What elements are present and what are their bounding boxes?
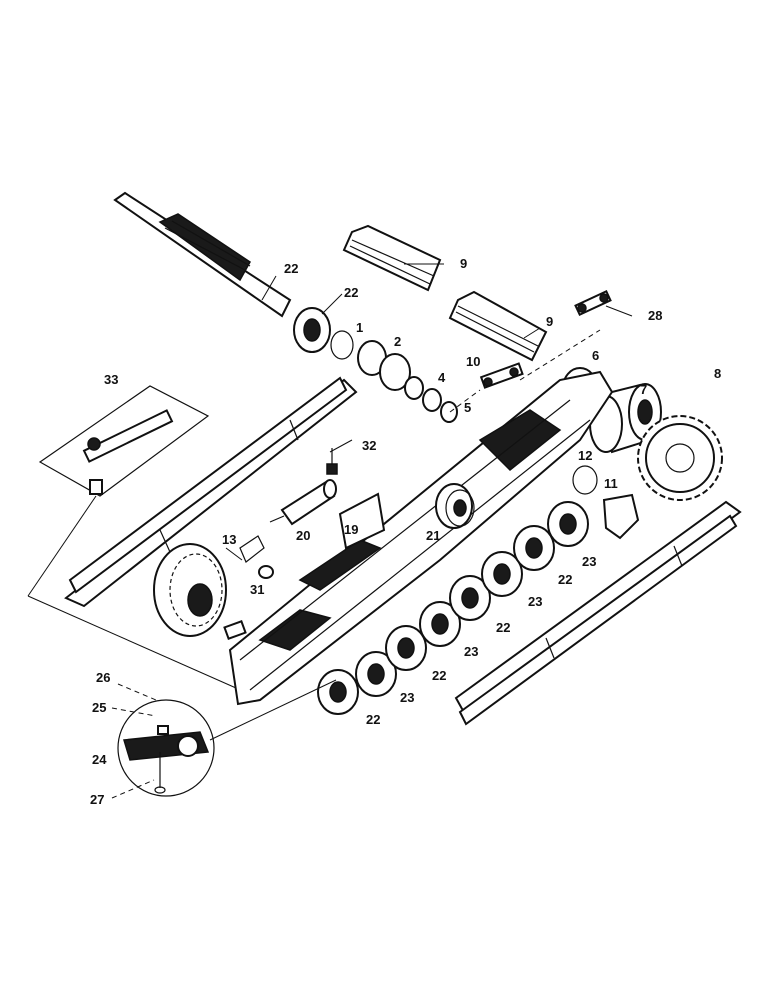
callout-31: 31 (250, 582, 264, 597)
carrier-roller-part (435, 483, 475, 529)
callouts: 22 22 1 2 4 5 9 9 10 28 6 7 8 12 11 33 3… (90, 256, 721, 807)
track-roller-1 (317, 669, 359, 715)
callout-32: 32 (362, 438, 376, 453)
callout-26: 26 (96, 670, 110, 685)
dashed-leaders (111, 329, 601, 799)
callout-22-c: 22 (432, 668, 446, 683)
seal-part (422, 388, 442, 412)
nut-part (440, 401, 458, 423)
callout-24: 24 (92, 752, 107, 767)
track-roller-3 (385, 625, 427, 671)
chain-link-part (574, 289, 612, 317)
track-pad-upper (342, 224, 442, 292)
label-plate-part (338, 492, 386, 550)
inset-panel (27, 385, 237, 689)
callout-1: 1 (356, 320, 363, 335)
chain-link-part-2 (479, 362, 524, 389)
tension-cylinder-part (269, 479, 337, 526)
guard-plate-part (602, 493, 640, 540)
washer-part (404, 376, 424, 400)
callout-22-d: 22 (366, 712, 380, 727)
grease-fitting-part (326, 448, 338, 475)
callout-2: 2 (394, 334, 401, 349)
snap-ring-part (572, 465, 598, 495)
track-roller-2 (355, 651, 397, 697)
callout-20: 20 (296, 528, 310, 543)
callout-27: 27 (90, 792, 104, 807)
track-roller-4 (419, 601, 461, 647)
callout-21: 21 (426, 528, 440, 543)
track-roller-7 (513, 525, 555, 571)
callout-23-b: 23 (528, 594, 542, 609)
right-track-rail (454, 500, 742, 726)
callout-12: 12 (578, 448, 592, 463)
callout-9-upper: 9 (460, 256, 467, 271)
track-pad-lower (448, 290, 548, 362)
callout-28: 22 (344, 285, 358, 300)
callout-19: 19 (344, 522, 358, 537)
callout-33: 33 (104, 372, 118, 387)
bracket-part (239, 535, 265, 563)
callout-22-a: 22 (558, 572, 572, 587)
track-roller-8 (547, 501, 589, 547)
callout-4: 4 (438, 370, 446, 385)
detail-magnifier (117, 679, 337, 797)
sprocket-part (637, 415, 723, 501)
callout-5: 5 (464, 400, 471, 415)
callout-6: 6 (592, 348, 599, 363)
callout-7: 7 (640, 382, 647, 397)
track-rollers (317, 501, 589, 715)
callout-9-lower: 9 (546, 314, 553, 329)
idler-wheel-part (153, 543, 227, 637)
callout-10: 10 (466, 354, 480, 369)
callout-22-b: 22 (496, 620, 510, 635)
clip-part (258, 565, 274, 579)
callout-11: 11 (604, 476, 618, 491)
callout-29: 22 (284, 261, 298, 276)
track-roller-5 (449, 575, 491, 621)
shaft-part (113, 191, 292, 318)
callout-25: 25 (92, 700, 106, 715)
track-roller-6 (481, 551, 523, 597)
plate-part (223, 620, 247, 640)
callout-23-d: 23 (400, 690, 414, 705)
track-frame (228, 370, 614, 706)
bearing-cup-part (379, 353, 411, 391)
o-ring-part (330, 330, 354, 360)
callout-leaders (225, 263, 633, 561)
left-track-rail (64, 376, 358, 608)
callout-23-a: 23 (582, 554, 596, 569)
callout-13: 13 (222, 532, 236, 547)
callout-30: 28 (648, 308, 662, 323)
callout-23-c: 23 (464, 644, 478, 659)
callout-8: 8 (714, 366, 721, 381)
